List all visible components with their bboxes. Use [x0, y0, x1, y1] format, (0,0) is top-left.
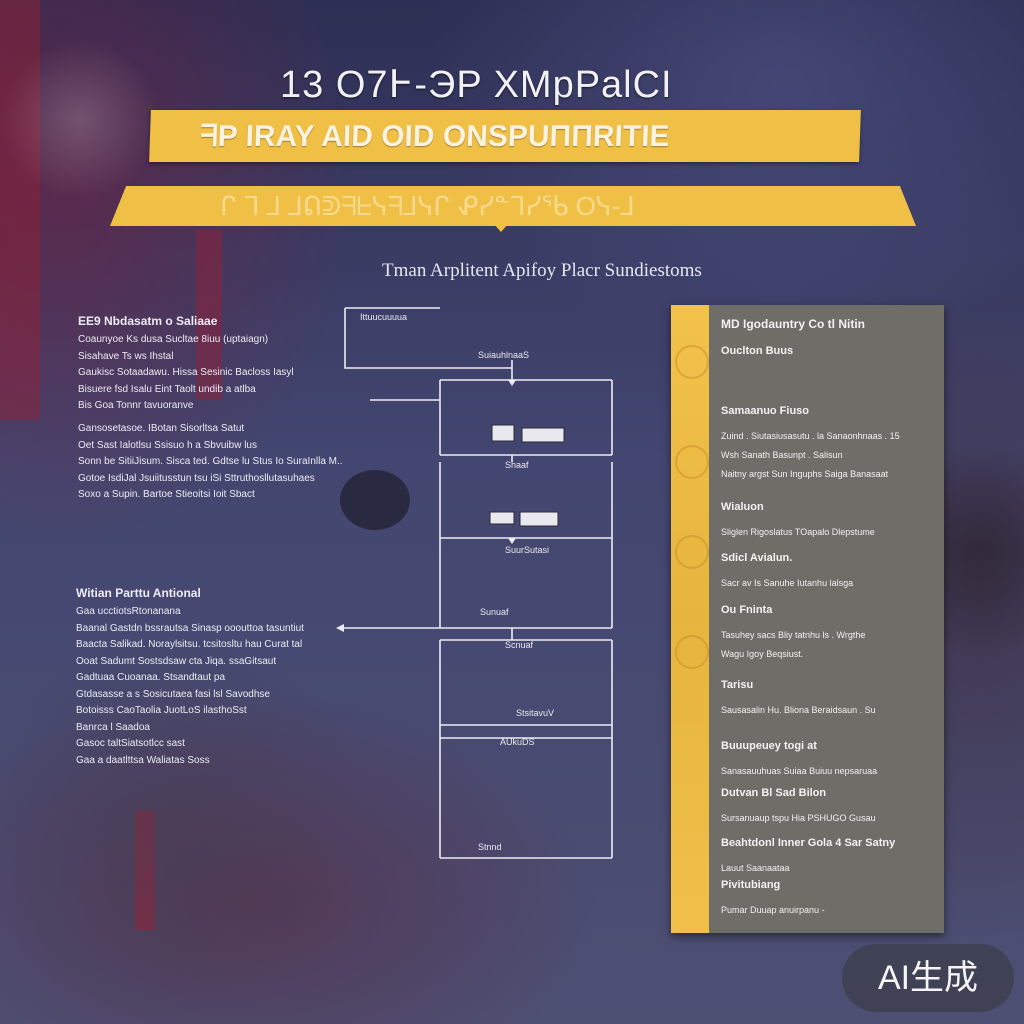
panel-section-head: Wialuon: [721, 501, 764, 513]
flow-label: SuiauhlnaaS: [478, 350, 529, 360]
panel-section-line: Zuind . Siutasiusasutu . la Sanaonhnaas …: [721, 431, 900, 441]
panel-section: Buuupeuey togi at Sanasauuhuas Suiaa Bui…: [721, 740, 936, 781]
panel-section-head: Tarisu: [721, 679, 754, 691]
panel-section-line: Lauut Saanaataa: [721, 863, 790, 873]
flow-arrow: [336, 624, 344, 632]
panel-section-line: Sursanuaup tspu Hia PSHUGO Gusau: [721, 813, 876, 823]
panel-section: Beahtdonl Inner Gola 4 Sar Satny Lauut S…: [721, 837, 936, 878]
left-block-1: EE9 Nbdasatm o Saliaae Coaunyoe Ks dusa …: [78, 314, 358, 415]
flow-label: SuurSutasi: [505, 545, 549, 555]
panel-content: MD Igodauntry Co tl Nitin Ouclton Buus S…: [721, 317, 936, 915]
panel-section: Pivitubiang Pumar Duuap anuirpanu -: [721, 879, 936, 920]
left-block-line: Ooat Sadumt Sostsdsaw cta Jiqa. ssaGitsa…: [76, 655, 277, 667]
flow-connector: [344, 308, 512, 369]
panel-section-line: Sanasauuhuas Suiaa Buiuu nepsaruaa: [721, 766, 878, 776]
left-block-line: Gasoc taltSiatsotlcc sast: [76, 738, 185, 749]
left-block-line: Sonn be SitiiJisum. Sisca ted. Gdtse lu …: [78, 456, 343, 467]
left-block-line: Coaunyoe Ks dusa Sucltae 8iuu (uptaiagn): [78, 334, 269, 345]
panel-section: Ou Fninta Tasuhey sacs Bliy tatnhu ls . …: [721, 604, 936, 664]
left-block-line: Gadtuaa Cuoanaa. Stsandtaut pa: [76, 672, 226, 683]
flow-label: Ittuucuuuua: [360, 312, 407, 322]
panel-section: Tarisu Sausasalin Hu. Bliona Beraidsaun …: [721, 679, 936, 720]
left-block-line: Botoisss CaoTaolia JuotLoS ilasthoSst: [76, 705, 247, 716]
flow-label: Shaaf: [505, 460, 529, 470]
panel-section-line: Wsh Sanath Basunpt . Salisun: [721, 450, 843, 460]
left-block-line: Gansosetasoe. IBotan Sisorltsa Satut: [78, 423, 245, 434]
flow-label: Sunuaf: [480, 607, 509, 617]
panel-section-line: Sausasalin Hu. Bliona Beraidsaun . Su: [721, 705, 876, 715]
main-title: 13 O7Ͱ-ЭP XMpPalCI: [280, 64, 673, 106]
left-block-line: Sisahave Ts ws Ihstal: [78, 350, 174, 362]
left-block-line: Banrca l Saadoa: [76, 721, 150, 733]
subtitle: Tman Arplitent Apifoy Placr Sundiestoms: [382, 260, 702, 281]
left-block-2: Gansosetasoe. IBotan Sisorltsa Satut Oet…: [78, 421, 358, 504]
panel-title: MD Igodauntry Co tl Nitin: [721, 317, 865, 331]
left-block-line: Gaukisc Sotaadawu. Hissa Sesinic Bacloss…: [78, 367, 294, 378]
left-block-line: Gotoe IsdiJal Jsuiitusstun tsu iSi Sttru…: [78, 472, 315, 484]
left-block-head: EE9 Nbdasatm o Saliaae: [78, 314, 218, 328]
panel-section-line: Tasuhey sacs Bliy tatnhu ls . Wrgthe: [721, 630, 866, 640]
info-panel: MD Igodauntry Co tl Nitin Ouclton Buus S…: [671, 305, 944, 933]
panel-section-head: Samaanuo Fiuso: [721, 405, 810, 417]
panel-section: Samaanuo Fiuso Zuind . Siutasiusasutu . …: [721, 405, 936, 484]
panel-section: Ouclton Buus: [721, 345, 936, 367]
panel-section-line: Naitny argst Sun Inguphs Saiga Banasaat: [721, 469, 889, 479]
panel-section-line: Wagu Igoy Beqsiust.: [721, 649, 804, 659]
left-block-line: Gtdasasse a s Sosicutaea fasi lsl Savodh…: [76, 688, 270, 700]
flow-label: Stnnd: [478, 842, 502, 852]
panel-section-head: Buuupeuey togi at: [721, 740, 817, 752]
secondary-banner: ᒋ ᒣ ⅃ ⅃ᕠᕲᖷᖶᓭᖷ⅃ᓭᒋ ᕵᓯᓐᒣᓯᖃ Oᓭ-⅃: [110, 186, 916, 226]
panel-section: Dutvan Bl Sad Bilon Sursanuaup tspu Hia …: [721, 787, 936, 828]
left-block-line: Soxo a Supin. Bartoe Stieoitsi Ioit Sbac…: [78, 489, 255, 500]
panel-section-head: Pivitubiang: [721, 879, 781, 891]
panel-section: Sdicl Avialun. Sacr av Is Sanuhe Iutanhu…: [721, 552, 936, 593]
flow-label: StsitavuV: [516, 708, 554, 718]
left-block-line: Bis Goa Tonnr tavuoranve: [78, 400, 194, 411]
left-block-line: Baacta Salikad. Noraylsitsu. tcsitosltu …: [76, 639, 303, 650]
panel-section-head: Ouclton Buus: [721, 345, 794, 357]
ai-generated-badge: AI生成: [842, 944, 1014, 1012]
left-block-3: Witian Parttu Antional Gaa ucctiotsRtona…: [76, 586, 356, 769]
flow-arrow: [508, 380, 516, 386]
secondary-banner-text: ᒋ ᒣ ⅃ ⅃ᕠᕲᖷᖶᓭᖷ⅃ᓭᒋ ᕵᓯᓐᒣᓯᖃ Oᓭ-⅃: [220, 191, 635, 221]
banner-notch: [494, 224, 508, 232]
diagram-icon: [489, 424, 565, 527]
left-block-line: Baanal Gastdn bssrautsa Sinasp ooouttoa …: [76, 622, 304, 634]
panel-section-line: Sliglen Rigoslatus TOapalo Dlepstume: [721, 527, 875, 537]
left-block-head: Witian Parttu Antional: [76, 586, 201, 600]
left-block-line: Bisuere fsd Isalu Eint Taolt undib a atl…: [78, 383, 256, 395]
panel-section-head: Beahtdonl Inner Gola 4 Sar Satny: [721, 837, 896, 849]
left-block-line: Gaa ucctiotsRtonanana: [76, 606, 181, 617]
flow-label: AUkuDS: [500, 737, 535, 747]
panel-section-head: Ou Fninta: [721, 604, 773, 616]
left-block-line: Oet Sast Ialotlsu Ssisuo h a Sbvuibw lus: [78, 439, 257, 451]
flow-arrow: [508, 538, 516, 544]
panel-section-head: Dutvan Bl Sad Bilon: [721, 787, 827, 799]
panel-section-head: Sdicl Avialun.: [721, 552, 793, 564]
flow-label: Scnuaf: [505, 640, 534, 650]
panel-section-line: Pumar Duuap anuirpanu -: [721, 905, 825, 915]
panel-accent-stripe: [671, 305, 709, 933]
panel-section-line: Sacr av Is Sanuhe Iutanhu lalsga: [721, 578, 854, 588]
left-block-line: Gaa a daatlttsa Waliatas Soss: [76, 754, 210, 766]
panel-section: Wialuon Sliglen Rigoslatus TOapalo Dleps…: [721, 501, 936, 542]
